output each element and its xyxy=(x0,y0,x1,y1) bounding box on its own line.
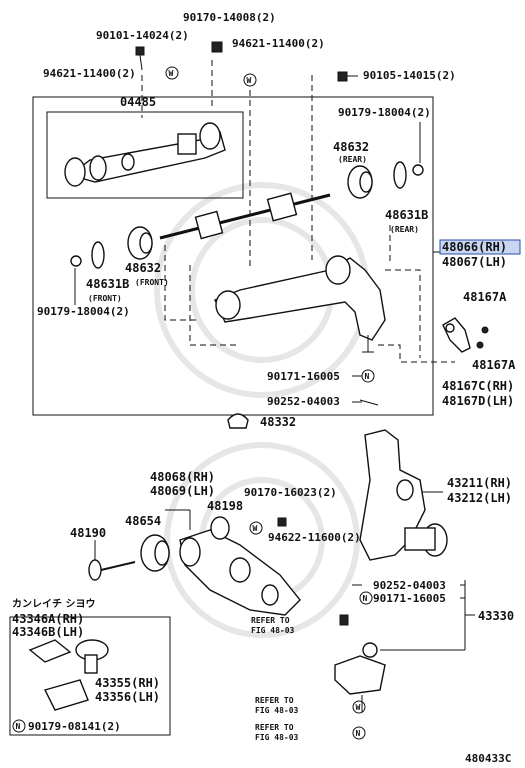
svg-text:W: W xyxy=(356,703,361,712)
label-90179-18004-a: 90179-18004(2) xyxy=(338,106,431,119)
leader-lines xyxy=(74,122,475,651)
svg-text:N: N xyxy=(356,729,361,738)
label-48190: 48190 xyxy=(70,526,106,540)
label-48631b-front: 48631B xyxy=(86,277,129,291)
cushion-48198 xyxy=(210,516,230,540)
bushing-48654 xyxy=(140,534,170,572)
nut-n-icon: N xyxy=(352,726,366,740)
label-rear-a: (REAR) xyxy=(338,155,367,164)
label-refer-2b: FIG 48-03 xyxy=(255,706,299,715)
label-90252-04003-a: 90252-04003 xyxy=(267,395,340,408)
label-43211: 43211(RH) xyxy=(447,476,512,490)
label-43346a: 43346A(RH) xyxy=(12,612,84,626)
label-48654: 48654 xyxy=(125,514,161,528)
label-front-a: (FRONT) xyxy=(135,278,169,287)
label-90179-18004-b: 90179-18004(2) xyxy=(37,305,130,318)
lower-control-arm-illustration xyxy=(179,529,301,616)
ball-joint-43330-illustration xyxy=(334,642,386,712)
label-48167a-2: 48167A xyxy=(472,358,516,372)
label-48066: 48066(RH) xyxy=(442,240,507,254)
washer-w-icon: W xyxy=(352,700,366,714)
label-48167d: 48167D(LH) xyxy=(442,394,514,408)
stopper-48167-illustration xyxy=(442,317,489,353)
label-43346b: 43346B(LH) xyxy=(12,625,84,639)
label-90105-14015: 90105-14015(2) xyxy=(363,69,456,82)
label-94621-11400-b: 94621-11400(2) xyxy=(232,37,325,50)
label-48632-rear: 48632 xyxy=(333,140,369,154)
label-48067: 48067(LH) xyxy=(442,255,507,269)
highlight-48066 xyxy=(439,239,521,255)
nut-n-icon: N xyxy=(12,719,26,733)
bushing-kit-illustration xyxy=(64,122,226,187)
label-04485: 04485 xyxy=(120,95,156,109)
svg-text:W: W xyxy=(253,524,258,533)
label-43330: 43330 xyxy=(478,609,514,623)
cam-bolt-48190 xyxy=(88,559,136,581)
label-90101-14024: 90101-14024(2) xyxy=(96,29,189,42)
label-90252-04003-b: 90252-04003 xyxy=(373,579,446,592)
label-90171-16005-b: 90171-16005 xyxy=(373,592,446,605)
label-refer-3a: REFER TO xyxy=(255,723,294,732)
label-48632-front: 48632 xyxy=(125,261,161,275)
label-43212: 43212(LH) xyxy=(447,491,512,505)
label-90170-14008: 90170-14008(2) xyxy=(183,11,276,24)
label-43355: 43355(RH) xyxy=(95,676,160,690)
dashed-leaders-upper xyxy=(141,60,455,363)
steering-knuckle-illustration xyxy=(359,429,448,561)
label-rear-b: (REAR) xyxy=(390,225,419,234)
bolt-90105 xyxy=(337,71,358,82)
label-90170-16023: 90170-16023(2) xyxy=(244,486,337,499)
label-48167c: 48167C(RH) xyxy=(442,379,514,393)
svg-text:W: W xyxy=(169,69,174,78)
label-43356: 43356(LH) xyxy=(95,690,160,704)
nut-n-icon: N xyxy=(359,591,373,605)
label-90171-16005-a: 90171-16005 xyxy=(267,370,340,383)
label-front-b: (FRONT) xyxy=(88,294,122,303)
label-refer-1b: FIG 48-03 xyxy=(251,626,295,635)
label-refer-2a: REFER TO xyxy=(255,696,294,705)
shim-illustration xyxy=(28,639,109,711)
bolt-refer-1 xyxy=(339,614,349,626)
label-90179-08141: 90179-08141(2) xyxy=(28,720,121,733)
label-94622-11600: 94622-11600(2) xyxy=(268,531,361,544)
svg-text:W: W xyxy=(247,76,252,85)
svg-text:N: N xyxy=(363,594,368,603)
label-48069: 48069(LH) xyxy=(150,484,215,498)
figure-id: 480433C xyxy=(465,752,511,765)
cotter-pin-90252 xyxy=(359,399,379,406)
washer-w-icon: W xyxy=(165,66,179,80)
label-48167a-1: 48167A xyxy=(463,290,507,304)
label-48332: 48332 xyxy=(260,415,296,429)
label-48631b-rear: 48631B xyxy=(385,208,428,222)
shim-frame xyxy=(9,616,171,736)
label-48068: 48068(RH) xyxy=(150,470,215,484)
label-shim-jp: カンレイチ シヨウ xyxy=(12,598,95,610)
bushing-kit-frame xyxy=(46,111,244,199)
label-refer-1a: REFER TO xyxy=(251,616,290,625)
nut-90170-16023 xyxy=(277,517,287,527)
label-94621-11400-a: 94621-11400(2) xyxy=(43,67,136,80)
label-48198: 48198 xyxy=(207,499,243,513)
upper-control-arm-illustration xyxy=(214,255,386,353)
washer-w-icon: W xyxy=(243,73,257,87)
svg-text:N: N xyxy=(16,722,21,731)
upper-arm-shaft xyxy=(70,161,424,269)
nut-90170 xyxy=(211,41,223,53)
bump-stopper-48332 xyxy=(227,413,249,429)
washer-w-icon: W xyxy=(249,521,263,535)
label-refer-3b: FIG 48-03 xyxy=(255,733,299,742)
bolt-90101 xyxy=(135,46,145,71)
svg-text:N: N xyxy=(365,372,370,381)
nut-n-icon: N xyxy=(361,369,375,383)
